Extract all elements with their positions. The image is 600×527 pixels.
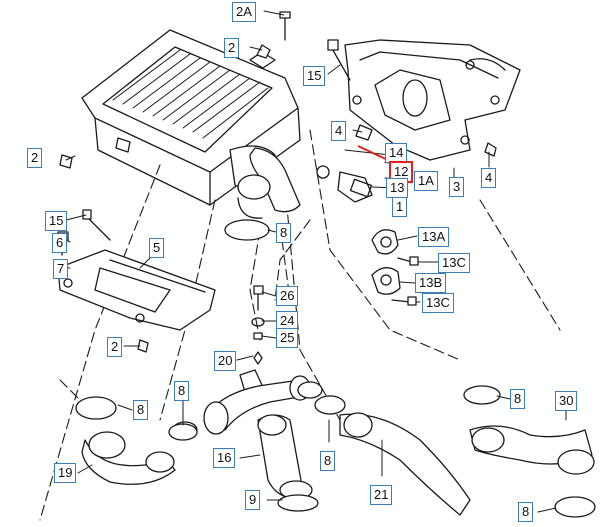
callout-30[interactable]: 30 xyxy=(555,391,578,411)
callout-8-c[interactable]: 8 xyxy=(320,451,336,471)
callout-20[interactable]: 20 xyxy=(214,351,237,371)
callout-13C-bot[interactable]: 13C xyxy=(422,293,454,313)
callout-15-left[interactable]: 15 xyxy=(45,211,68,231)
callout-8-e[interactable]: 8 xyxy=(518,502,534,522)
bracket-3 xyxy=(344,39,521,161)
flanges-13 xyxy=(371,229,401,295)
callout-7[interactable]: 7 xyxy=(53,259,69,279)
callout-15-top[interactable]: 15 xyxy=(303,66,326,86)
bracket-5 xyxy=(57,249,216,331)
hose-part-1 xyxy=(237,147,301,219)
callout-1[interactable]: 1 xyxy=(392,197,408,217)
intercooler xyxy=(81,29,301,206)
callout-8-a[interactable]: 8 xyxy=(133,400,149,420)
pressure-sensor xyxy=(316,165,373,203)
callout-14[interactable]: 14 xyxy=(385,143,408,163)
callout-8-hose[interactable]: 8 xyxy=(276,223,292,243)
callout-5[interactable]: 5 xyxy=(149,238,165,258)
callout-21[interactable]: 21 xyxy=(370,485,393,505)
callout-8-d[interactable]: 8 xyxy=(510,389,526,409)
callout-2A[interactable]: 2A xyxy=(232,2,256,22)
callout-13C-top[interactable]: 13C xyxy=(438,253,470,273)
callout-13[interactable]: 13 xyxy=(386,178,409,198)
clamp-8-upper xyxy=(224,219,270,241)
callout-13A[interactable]: 13A xyxy=(418,227,450,247)
callout-25[interactable]: 25 xyxy=(276,328,299,348)
callout-2-top[interactable]: 2 xyxy=(224,38,240,58)
callout-26[interactable]: 26 xyxy=(276,286,299,306)
hose-16 xyxy=(257,414,313,500)
callout-6[interactable]: 6 xyxy=(52,233,68,253)
callout-16[interactable]: 16 xyxy=(213,448,236,468)
hose-20 xyxy=(203,369,311,435)
callout-2-low[interactable]: 2 xyxy=(107,337,123,357)
callout-9[interactable]: 9 xyxy=(245,490,261,510)
callout-4-right[interactable]: 4 xyxy=(481,168,497,188)
callout-3[interactable]: 3 xyxy=(449,177,465,197)
callout-8-b[interactable]: 8 xyxy=(174,381,190,401)
hose-30 xyxy=(463,385,596,518)
callout-13B[interactable]: 13B xyxy=(415,273,447,293)
callout-4-mid[interactable]: 4 xyxy=(331,121,347,141)
dashed-guide-lines xyxy=(39,129,561,521)
bolts-nuts xyxy=(56,11,497,365)
callout-1A[interactable]: 1A xyxy=(414,171,438,191)
callout-19[interactable]: 19 xyxy=(54,463,77,483)
callout-2-left[interactable]: 2 xyxy=(27,148,43,168)
